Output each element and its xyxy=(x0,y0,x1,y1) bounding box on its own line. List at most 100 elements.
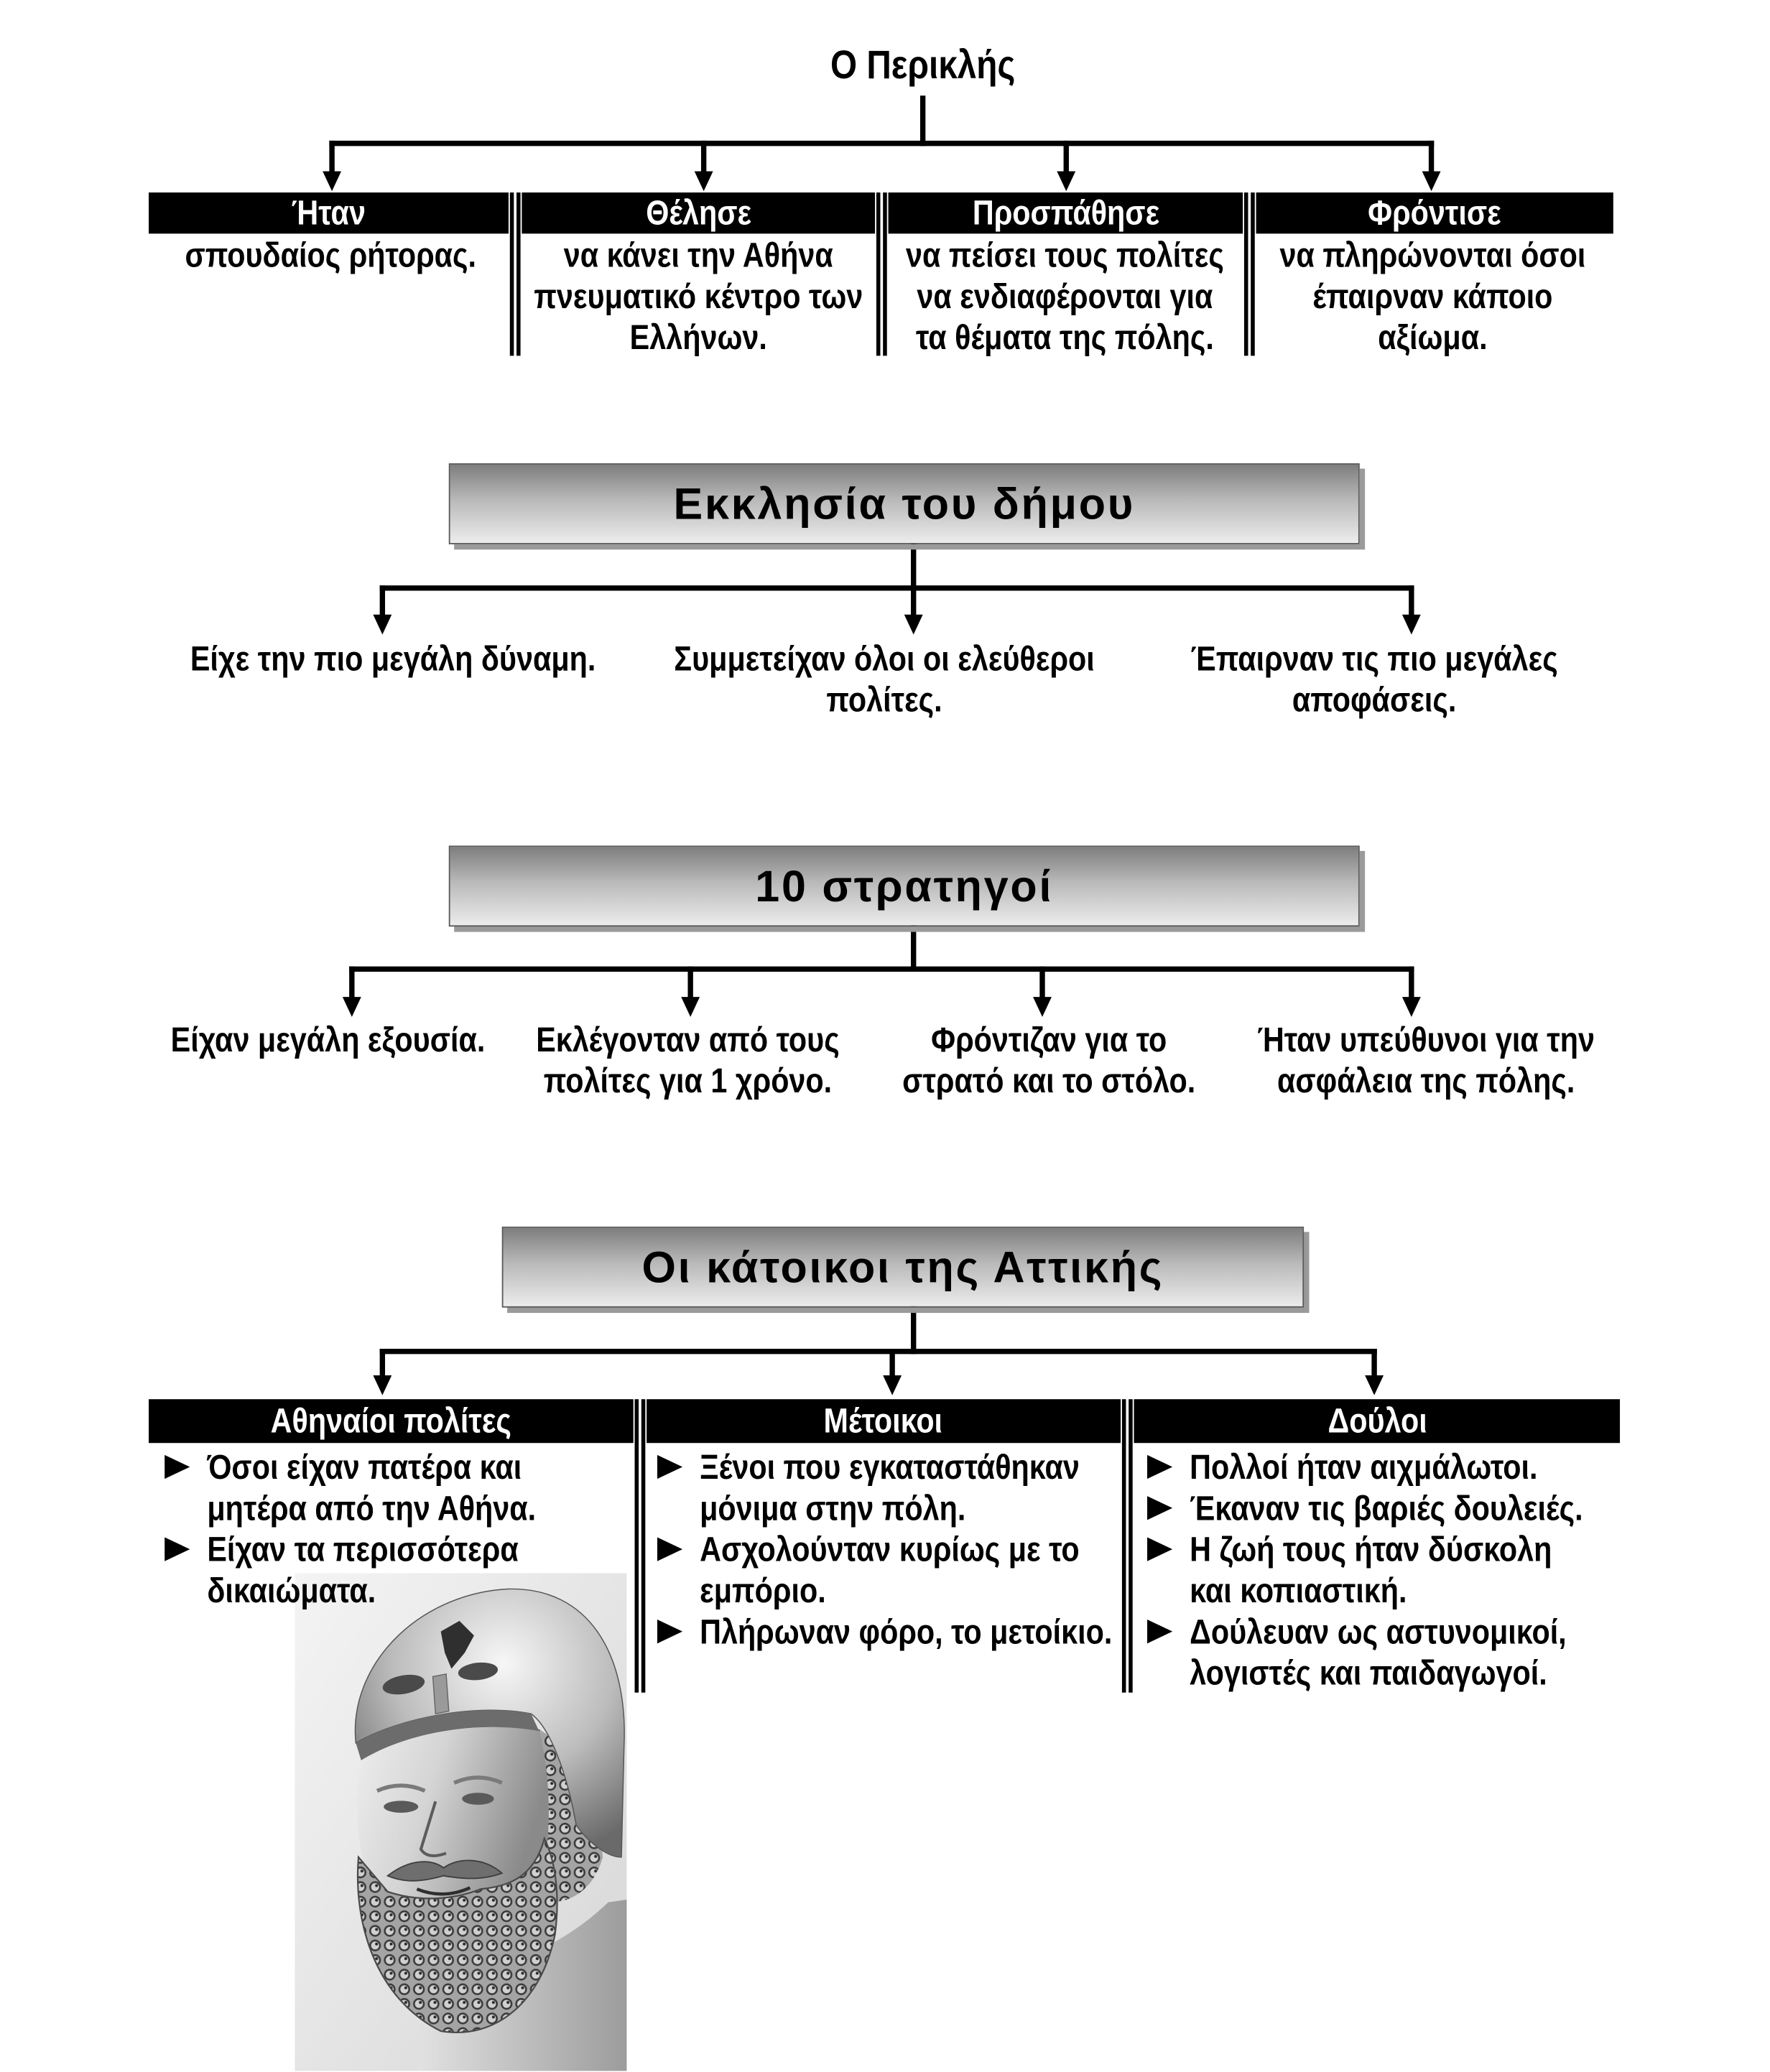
header-bar: Μέτοικοι xyxy=(647,1399,1121,1444)
text-line: Ασχολούνταν κυρίως με το xyxy=(700,1529,1080,1569)
bullet-arrow-icon xyxy=(1147,1620,1173,1644)
column-divider xyxy=(634,1399,639,1693)
helmet-eye-hole xyxy=(458,1662,499,1681)
fact-text: Εκλέγονταν από τους πολίτες για 1 χρόνο. xyxy=(437,1020,939,1102)
text-line: σπουδαίος ρήτορας. xyxy=(185,235,477,275)
text-line: Έκαναν τις βαριές δουλειές. xyxy=(1190,1488,1583,1528)
list-item: Όσοι είχαν πατέρα και μητέρα από την Αθή… xyxy=(165,1447,589,1530)
text-line: δικαιώματα. xyxy=(207,1570,376,1611)
text-line: Φρόντιζαν για το xyxy=(931,1019,1167,1060)
text-line: Συμμετείχαν όλοι οι ελεύθεροι xyxy=(674,638,1095,679)
text-line: Ήταν υπεύθυνοι για την xyxy=(1257,1019,1595,1060)
text-line: Είχε την πιο μεγάλη δύναμη. xyxy=(190,638,596,679)
header-bar: Αθηναίοι πολίτες xyxy=(149,1399,634,1444)
group-heading: Μέτοικοι xyxy=(824,1400,943,1441)
section-box-generals: 10 στρατηγοί xyxy=(448,845,1360,927)
text-line: Πλήρωναν φόρο, το μετοίκιο. xyxy=(700,1611,1113,1652)
bullet-arrow-icon xyxy=(657,1620,683,1644)
column-divider xyxy=(509,192,514,356)
text-line: Ελλήνων. xyxy=(629,317,767,358)
text-line: λογιστές και παιδαγωγοί. xyxy=(1190,1653,1547,1693)
list-item: Πλήρωναν φόρο, το μετοίκιο. xyxy=(657,1612,1180,1653)
arrow-down-icon xyxy=(1365,1375,1384,1395)
header-bar: Προσπάθησε xyxy=(888,192,1243,234)
list-item: Είχαν τα περισσότερα δικαιώματα. xyxy=(165,1529,569,1612)
text-line: Δούλευαν ως αστυνομικοί, xyxy=(1190,1611,1567,1652)
header-bar: Δούλοι xyxy=(1134,1399,1621,1444)
text-line: πολίτες. xyxy=(826,679,942,720)
section-box-inhabitants: Οι κάτοικοι της Αττικής xyxy=(501,1226,1305,1308)
section-title: Εκκλησία του δήμου xyxy=(673,478,1136,528)
text-line: Η ζωή τους ήταν δύσκολη xyxy=(1190,1529,1552,1569)
column-text: να πληρώνονται όσοι έπαιρναν κάποιο αξίω… xyxy=(1182,235,1684,358)
bullet-arrow-icon xyxy=(165,1454,190,1479)
column-divider xyxy=(883,192,887,356)
pericles-bust-image xyxy=(295,1573,627,2071)
helmet-nose-guard xyxy=(432,1673,450,1715)
column-text: να πείσει τους πολίτες να ενδιαφέρονται … xyxy=(814,235,1316,358)
arrow-down-icon xyxy=(694,171,713,192)
text-line: αποφάσεις. xyxy=(1292,679,1457,720)
arrow-down-icon xyxy=(1401,997,1421,1017)
fact-text: Ήταν υπεύθυνοι για την ασφάλεια της πόλη… xyxy=(1174,1020,1677,1102)
arrow-down-icon xyxy=(373,614,392,635)
column-heading: Ήταν xyxy=(291,192,366,233)
fact-text: Έπαιρναν τις πιο μεγάλες αποφάσεις. xyxy=(1123,638,1625,721)
column-divider xyxy=(1129,1399,1133,1693)
bullet-arrow-icon xyxy=(657,1537,683,1561)
text-line: Πολλοί ήταν αιχμάλωτοι. xyxy=(1190,1446,1538,1487)
arrow-down-icon xyxy=(1033,997,1052,1017)
text-line: πολίτες για 1 χρόνο. xyxy=(543,1060,833,1101)
arrow-down-icon xyxy=(883,1375,902,1395)
text-line: πνευματικό κέντρο των xyxy=(534,276,863,316)
text-line: μητέρα από την Αθήνα. xyxy=(207,1488,537,1528)
arrow-down-icon xyxy=(681,997,700,1017)
text-line: έπαιρναν κάποιο xyxy=(1312,276,1553,316)
fact-text: Φρόντιζαν για το στρατό και το στόλο. xyxy=(798,1020,1300,1102)
text-line: αξίωμα. xyxy=(1378,317,1488,358)
group-heading: Δούλοι xyxy=(1327,1400,1427,1441)
bust-eye xyxy=(384,1801,419,1813)
bust-eye xyxy=(462,1793,494,1805)
column-divider xyxy=(876,192,881,356)
text-line: μόνιμα στην πόλη. xyxy=(700,1488,966,1528)
column-text: να κάνει την Αθήνα πνευματικό κέντρο των… xyxy=(448,235,950,358)
text-line: Εκλέγονταν από τους xyxy=(536,1019,840,1060)
header-bar: Φρόντισε xyxy=(1256,192,1613,234)
text-line: εμπόριο. xyxy=(700,1570,826,1611)
text-line: να πληρώνονται όσοι xyxy=(1279,235,1586,275)
text-line: να ενδιαφέρονται για xyxy=(917,276,1213,316)
arrow-down-icon xyxy=(1422,171,1441,192)
list-item: Ασχολούνταν κυρίως με το εμπόριο. xyxy=(657,1529,1141,1612)
arrow-down-icon xyxy=(342,997,361,1017)
helmet-crack xyxy=(440,1620,474,1669)
fact-text: Είχαν μεγάλη εξουσία. xyxy=(77,1020,579,1061)
fact-text: Είχε την πιο μεγάλη δύναμη. xyxy=(142,638,644,679)
helmet-rim xyxy=(356,1710,539,1760)
text-line: Όσοι είχαν πατέρα και xyxy=(207,1446,522,1487)
column-divider xyxy=(641,1399,646,1693)
arrow-down-icon xyxy=(904,614,923,635)
bust-mustache xyxy=(386,1859,504,1882)
bullet-arrow-icon xyxy=(165,1537,190,1561)
column-divider xyxy=(516,192,521,356)
bust-beard xyxy=(356,1836,558,2033)
arrow-down-icon xyxy=(1057,171,1076,192)
helmet-eye-hole xyxy=(382,1674,425,1695)
fact-text: Συμμετείχαν όλοι οι ελεύθεροι πολίτες. xyxy=(633,638,1135,721)
bullet-arrow-icon xyxy=(1147,1537,1173,1561)
bullet-arrow-icon xyxy=(1147,1454,1173,1479)
bullet-arrow-icon xyxy=(1147,1496,1173,1520)
diagram-title: Ο Περικλής xyxy=(830,43,1016,88)
column-divider xyxy=(1121,1399,1126,1693)
list-item: Ξένοι που εγκαταστάθηκαν μόνιμα στην πόλ… xyxy=(657,1447,1141,1530)
section-title: 10 στρατηγοί xyxy=(755,860,1054,911)
text-line: Είχαν μεγάλη εξουσία. xyxy=(170,1019,486,1060)
bust-nose xyxy=(419,1801,447,1857)
section-title: Οι κάτοικοι της Αττικής xyxy=(641,1242,1164,1291)
text-line: να πείσει τους πολίτες xyxy=(906,235,1224,275)
text-line: τα θέματα της πόλης. xyxy=(915,317,1214,358)
text-line: Έπαιρναν τις πιο μεγάλες xyxy=(1190,638,1558,679)
